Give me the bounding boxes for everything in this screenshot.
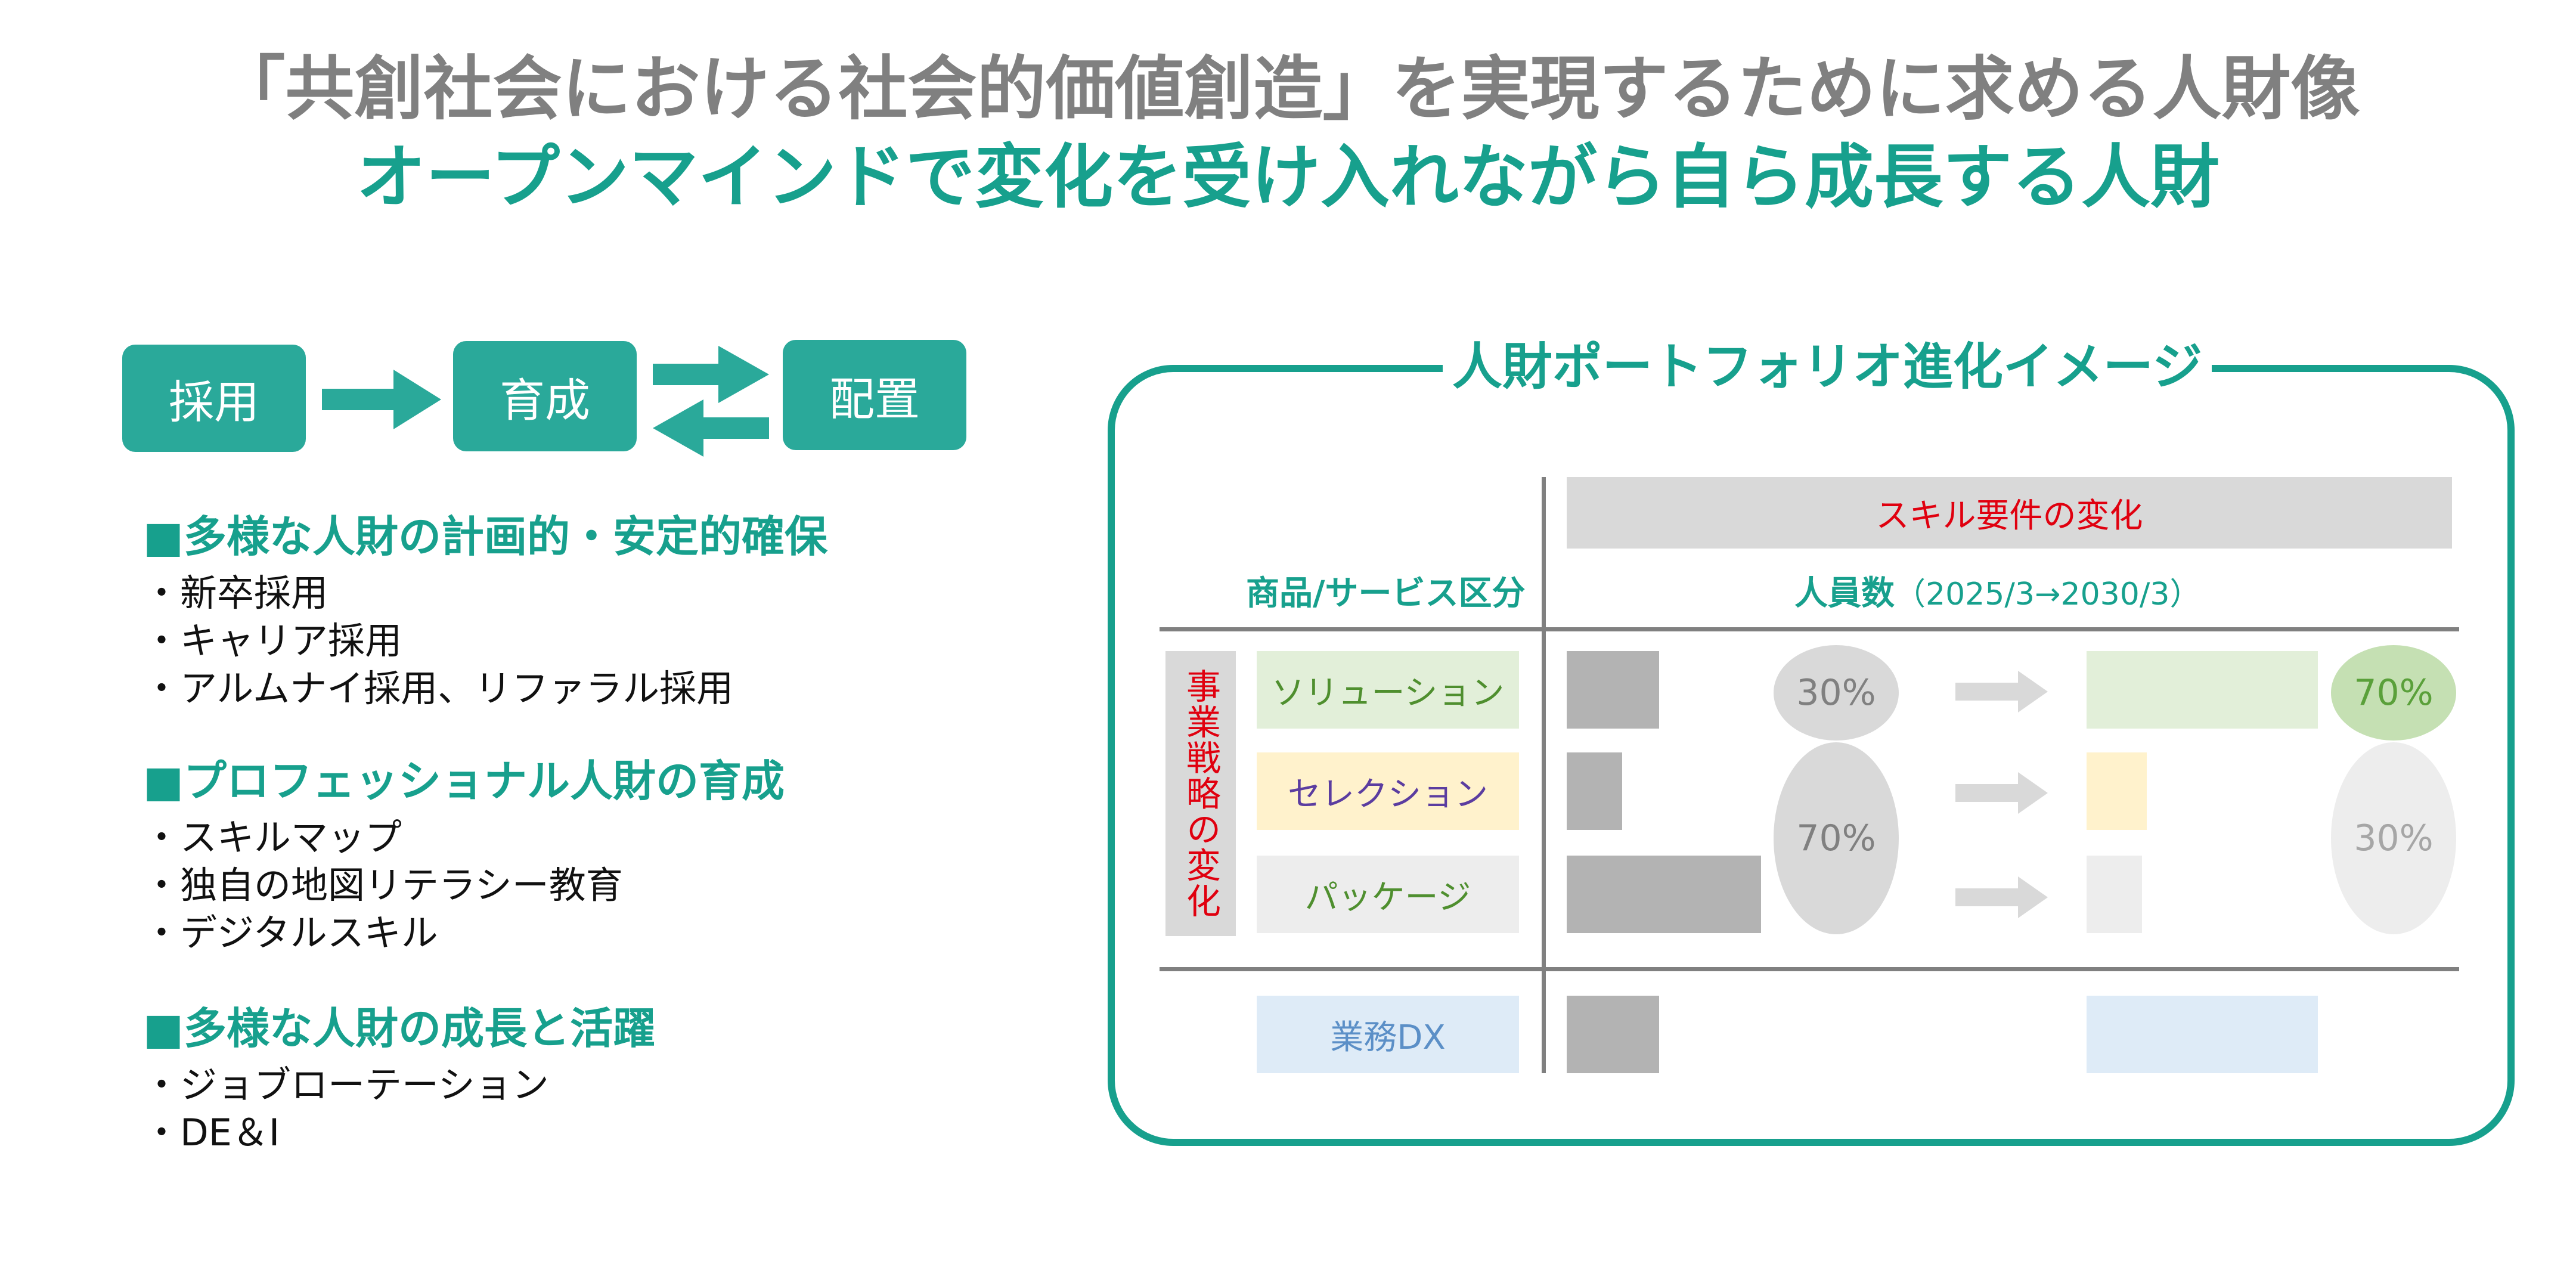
category-solution: ソリューション bbox=[1257, 651, 1519, 729]
divider-top bbox=[1160, 627, 2459, 631]
page-subtitle: オープンマインドで変化を受け入れながら自ら成長する人財 bbox=[356, 137, 2220, 218]
share-before-solution: 30% bbox=[1774, 645, 1899, 741]
list-item: DE＆I bbox=[143, 1109, 1008, 1157]
category-label: 業務DX bbox=[1330, 1018, 1446, 1057]
divider-vertical bbox=[1542, 477, 1546, 1073]
category-header: 商品/サービス区分 bbox=[1246, 574, 1526, 613]
bar-before bbox=[1567, 856, 1761, 933]
divider-bottom bbox=[1160, 967, 2459, 971]
bar-after bbox=[2087, 996, 2318, 1073]
list-item: デジタルスキル bbox=[143, 909, 1008, 957]
period-label: （2025/3→2030/3） bbox=[1895, 577, 2201, 612]
share-after-solution: 70% bbox=[2331, 645, 2456, 741]
section-title: ■プロフェッショナル人財の育成 bbox=[143, 756, 785, 806]
arrow-right-icon bbox=[322, 370, 441, 429]
headcount-header: 人員数 bbox=[1794, 574, 1895, 613]
list-item: キャリア採用 bbox=[143, 617, 1008, 665]
panel-title: 人財ポートフォリオ進化イメージ bbox=[1443, 334, 2212, 399]
section-title: ■多様な人財の成長と活躍 bbox=[143, 1003, 656, 1054]
list-item: アルムナイ採用、リファラル採用 bbox=[143, 665, 1008, 712]
swap-arrows-icon bbox=[653, 346, 769, 457]
bar-before bbox=[1567, 752, 1622, 830]
page-title: 「共創社会における社会的価値創造」を実現するために求める人財像 bbox=[216, 49, 2360, 129]
skill-header: スキル要件の変化 bbox=[1567, 477, 2452, 549]
flow-step-recruit: 採用 bbox=[122, 345, 306, 452]
category-label: パッケージ bbox=[1304, 878, 1471, 917]
category-label: セレクション bbox=[1288, 774, 1488, 814]
section-title: ■多様な人財の計画的・安定的確保 bbox=[143, 512, 828, 562]
headcount-header-group: 人員数（2025/3→2030/3） bbox=[1794, 566, 2200, 615]
flow-step-assign: 配置 bbox=[783, 340, 966, 450]
section-professional: ■プロフェッショナル人財の育成 スキルマップ 独自の地図リテラシー教育 デジタル… bbox=[143, 754, 1008, 957]
category-package: パッケージ bbox=[1257, 856, 1519, 933]
share-after-other: 30% bbox=[2331, 742, 2456, 934]
category-dx: 業務DX bbox=[1257, 996, 1519, 1073]
flow-step-develop: 育成 bbox=[453, 341, 637, 451]
bar-after bbox=[2087, 651, 2318, 729]
list-item: ジョブローテーション bbox=[143, 1061, 1008, 1109]
section-growth: ■多様な人財の成長と活躍 ジョブローテーション DE＆I bbox=[143, 1002, 1008, 1157]
bar-after bbox=[2087, 752, 2147, 830]
list-item: 新卒採用 bbox=[143, 569, 1008, 617]
category-selection: セレクション bbox=[1257, 752, 1519, 830]
arrow-right-icon bbox=[1955, 671, 2048, 712]
bar-before bbox=[1567, 996, 1659, 1073]
strategy-label: 事業戦略の変化 bbox=[1165, 651, 1236, 936]
arrow-right-icon bbox=[1955, 772, 2048, 814]
bar-before bbox=[1567, 651, 1659, 729]
bar-after bbox=[2087, 856, 2142, 933]
category-label: ソリューション bbox=[1271, 673, 1505, 712]
section-recruitment: ■多様な人財の計画的・安定的確保 新卒採用 キャリア採用 アルムナイ採用、リファ… bbox=[143, 510, 1008, 712]
share-before-other: 70% bbox=[1774, 742, 1899, 934]
arrow-right-icon bbox=[1955, 876, 2048, 918]
list-item: スキルマップ bbox=[143, 814, 1008, 862]
list-item: 独自の地図リテラシー教育 bbox=[143, 862, 1008, 909]
